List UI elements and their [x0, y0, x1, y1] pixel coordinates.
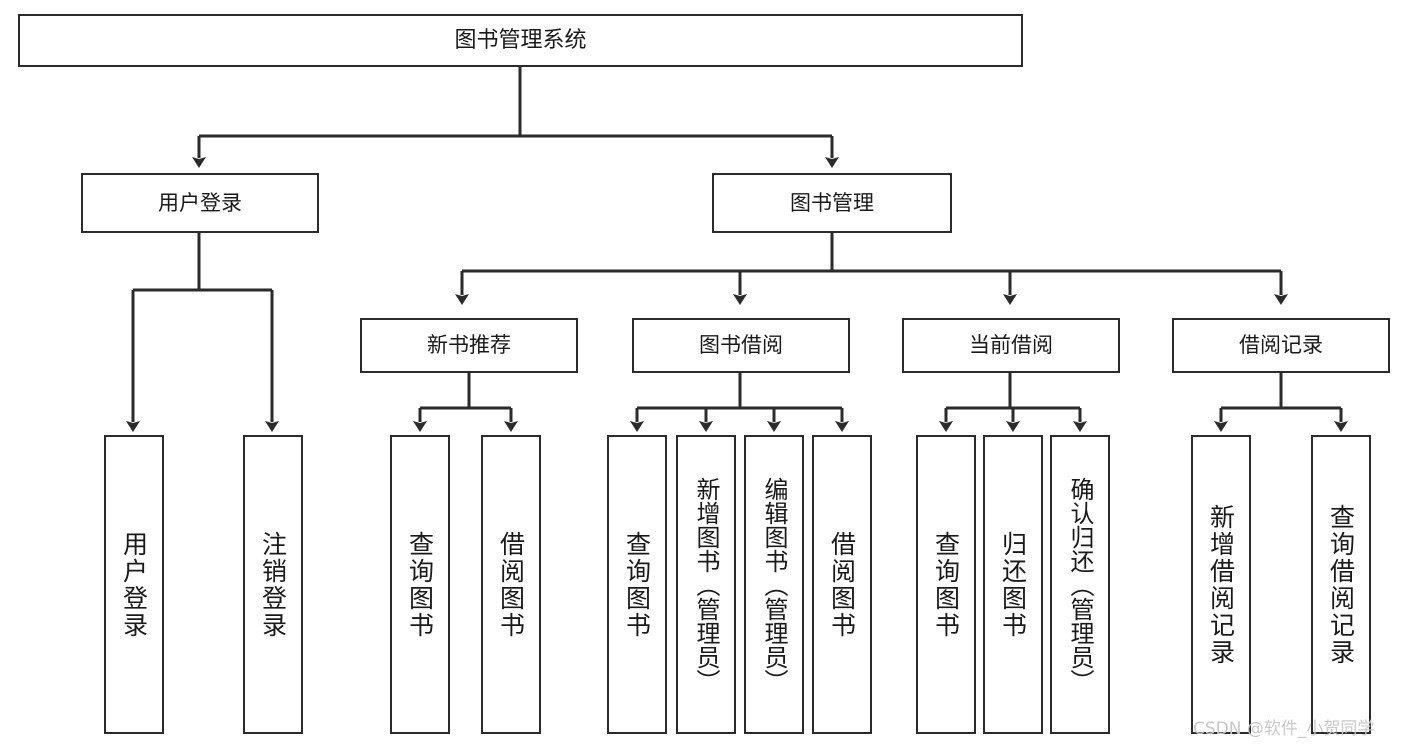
node-label: 查询图书 [622, 530, 652, 639]
node-user-login[interactable]: 用户登录 [81, 173, 319, 233]
node-label: 图书借阅 [699, 333, 783, 358]
node-book-borrow[interactable]: 图书借阅 [632, 318, 850, 373]
leaf-confirm-return-admin[interactable]: 确认归还（管理员） [1050, 435, 1110, 734]
node-label: 借阅记录 [1239, 333, 1323, 358]
node-book-management[interactable]: 图书管理 [712, 173, 952, 233]
node-label: 新增图书（管理员） [692, 476, 720, 693]
node-new-book-recommend[interactable]: 新书推荐 [360, 318, 578, 373]
node-label: 新书推荐 [427, 333, 511, 358]
leaf-edit-book-admin[interactable]: 编辑图书（管理员） [744, 435, 804, 734]
leaf-query-book-current[interactable]: 查询图书 [916, 435, 976, 734]
node-label: 确认归还（管理员） [1066, 476, 1094, 693]
leaf-borrow-book-recommend[interactable]: 借阅图书 [481, 435, 541, 734]
node-label: 图书管理系统 [454, 27, 587, 53]
leaf-query-book-borrow[interactable]: 查询图书 [607, 435, 667, 734]
node-root-system[interactable]: 图书管理系统 [18, 14, 1023, 67]
node-label: 图书管理 [790, 190, 874, 215]
leaf-logout[interactable]: 注销登录 [243, 435, 303, 734]
node-borrow-record[interactable]: 借阅记录 [1172, 318, 1390, 373]
node-label: 借阅图书 [496, 530, 526, 639]
csdn-watermark: CSDN @软件_小贺同学 [1193, 719, 1375, 739]
node-label: 当前借阅 [969, 333, 1053, 358]
leaf-query-book-recommend[interactable]: 查询图书 [390, 435, 450, 734]
node-label: 归还图书 [998, 530, 1028, 639]
node-label: 注销登录 [258, 530, 288, 639]
node-label: 用户登录 [119, 530, 149, 639]
leaf-borrow-book[interactable]: 借阅图书 [812, 435, 872, 734]
leaf-add-borrow-record[interactable]: 新增借阅记录 [1191, 435, 1251, 734]
node-label: 查询借阅记录 [1326, 503, 1356, 666]
leaf-query-borrow-record[interactable]: 查询借阅记录 [1311, 435, 1371, 734]
node-label: 新增借阅记录 [1206, 503, 1236, 666]
leaf-return-book[interactable]: 归还图书 [983, 435, 1043, 734]
leaf-add-book-admin[interactable]: 新增图书（管理员） [676, 435, 736, 734]
node-label: 借阅图书 [827, 530, 857, 639]
node-label: 用户登录 [158, 190, 242, 215]
node-current-borrow[interactable]: 当前借阅 [902, 318, 1120, 373]
leaf-user-login[interactable]: 用户登录 [104, 435, 164, 734]
node-label: 编辑图书（管理员） [760, 476, 788, 693]
node-label: 查询图书 [405, 530, 435, 639]
node-label: 查询图书 [931, 530, 961, 639]
